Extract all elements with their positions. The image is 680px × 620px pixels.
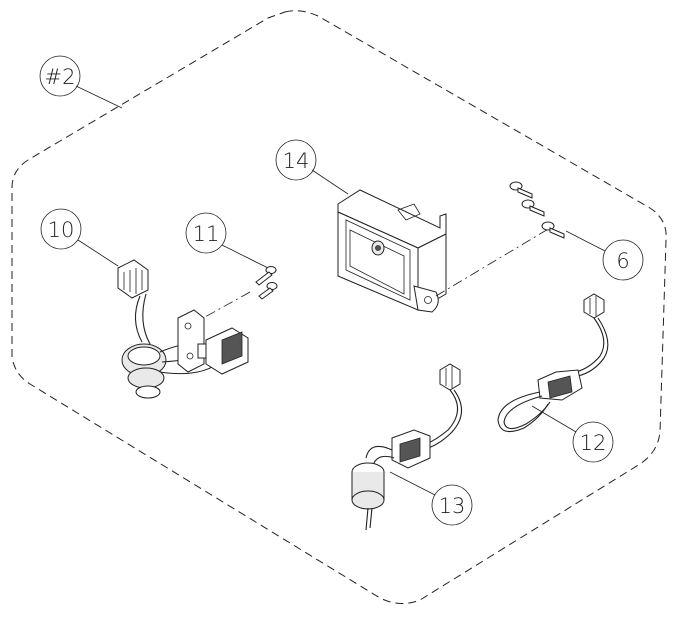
screw-11b bbox=[258, 282, 278, 300]
screw-6c bbox=[541, 221, 565, 239]
callout-12-text: 12 bbox=[580, 431, 607, 455]
part-6-screws bbox=[509, 181, 565, 239]
part-13-sensor-ferrite bbox=[351, 363, 463, 531]
screw-6b bbox=[521, 199, 545, 217]
callout-6-text: 6 bbox=[616, 249, 629, 273]
callout-13: 13 bbox=[389, 471, 473, 526]
guide-line-14-6 bbox=[435, 227, 551, 297]
part-14-bracket bbox=[337, 189, 447, 313]
assembly-boundary bbox=[11, 10, 667, 604]
callout-10: 10 bbox=[40, 208, 119, 267]
callout-14-text: 14 bbox=[283, 149, 310, 173]
assembly-label: #2 bbox=[39, 55, 123, 109]
callout-11: 11 bbox=[185, 212, 269, 269]
callout-11-text: 11 bbox=[193, 222, 220, 246]
part-11-screws bbox=[255, 266, 278, 300]
part-10-switch-harness bbox=[117, 259, 249, 399]
screw-11a bbox=[255, 266, 277, 286]
assembly-label-text: #2 bbox=[45, 65, 76, 89]
screw-6a bbox=[509, 181, 533, 199]
callout-14: 14 bbox=[275, 139, 349, 195]
part-12-sensor-harness bbox=[497, 293, 609, 433]
callout-12: 12 bbox=[531, 405, 614, 463]
callout-6: 6 bbox=[565, 230, 644, 281]
callout-13-text: 13 bbox=[439, 494, 466, 518]
callout-10-text: 10 bbox=[48, 218, 75, 242]
